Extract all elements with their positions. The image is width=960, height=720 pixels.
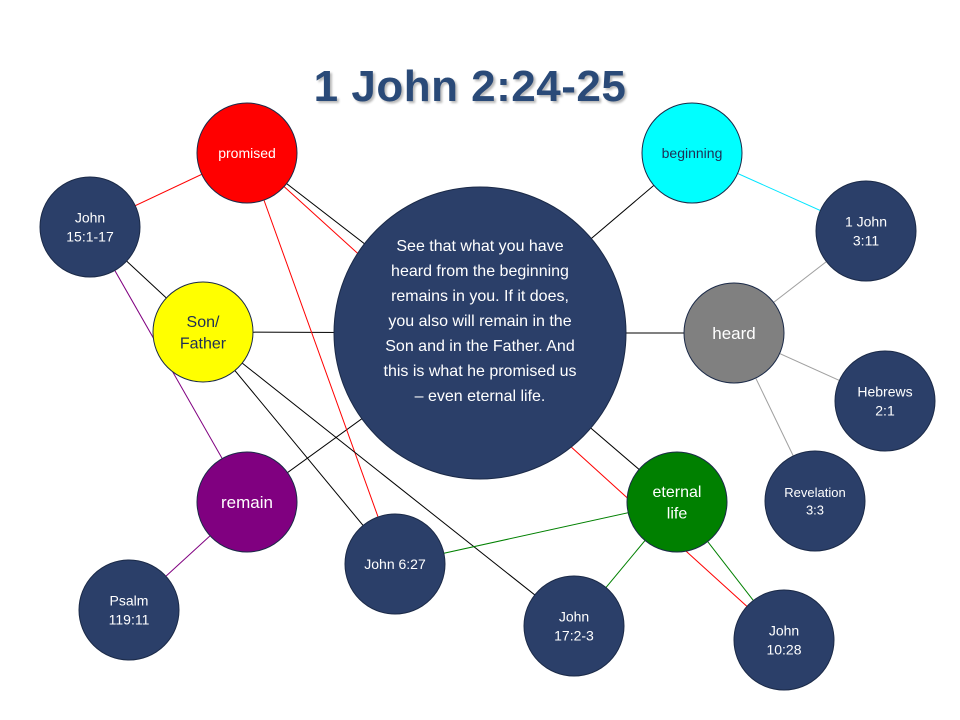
nodes-layer: See that what you have heard from the be… [39,102,936,691]
node-circle-son-father [152,281,254,383]
node-john-6-27: John 6:27 [344,513,446,615]
center-circle [333,186,627,480]
node-label-remain: remain [221,493,273,512]
node-label-heard: heard [712,324,755,343]
node-beginning: beginning [641,102,743,204]
edge-son_father-john_17 [202,331,575,627]
node-circle-john-10 [733,589,835,691]
page-title: 1 John 2:24-25 [313,62,627,111]
node-circle-john-15 [39,176,141,278]
node-label-john-6-27: John 6:27 [364,556,426,572]
node-label-beginning: beginning [662,145,723,161]
node-son-father: Son/Father [152,281,254,383]
node-promised: promised [196,102,298,204]
node-circle-psalm [78,559,180,661]
node-circle-remain [196,451,298,553]
node-circle-heard [683,282,785,384]
center-verse-text: See that what you have heard from the be… [383,237,577,405]
node-circle-hebrews [834,350,936,452]
node-circle-john1-3-11 [815,180,917,282]
edge-promised-john_6_27 [246,152,396,565]
node-label-promised: promised [218,145,276,161]
node-circle-revelation [764,450,866,552]
node-heard: heard [683,282,785,384]
center-node: See that what you have heard from the be… [333,186,627,480]
node-circle-eternal-life [626,451,728,553]
node-circle-john-17 [523,575,625,677]
node-remain: remain [196,451,298,553]
node-circle-john-6-27 [344,513,446,615]
node-circle-promised [196,102,298,204]
node-circle-beginning [641,102,743,204]
node-label-son-father: Son/Father [180,314,227,353]
